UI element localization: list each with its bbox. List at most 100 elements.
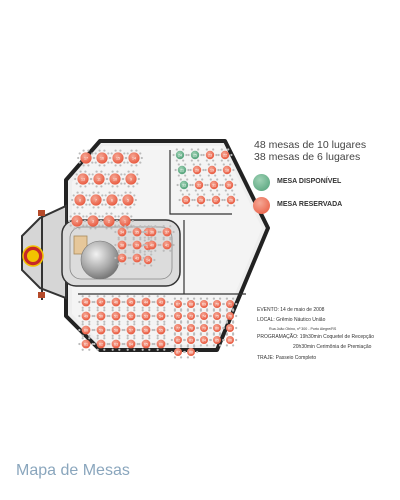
seat-icon <box>117 215 120 218</box>
seat-icon <box>215 153 218 157</box>
seat-icon <box>212 333 215 336</box>
table-number: 24 <box>178 153 182 157</box>
reserved-table-icon <box>156 311 166 321</box>
seat-icon <box>225 344 228 347</box>
seat-icon <box>200 153 203 157</box>
seat-icon <box>81 306 84 309</box>
seat-icon <box>90 177 93 181</box>
table-dance-right-1: 35 <box>129 225 145 239</box>
seat-icon <box>206 183 209 187</box>
table-number: 41 <box>165 243 169 247</box>
seat-icon <box>127 243 130 247</box>
seat-icon <box>118 309 121 312</box>
table-bottom-left-22: 65 <box>138 337 154 351</box>
seat-icon <box>123 328 126 332</box>
seat-icon <box>208 198 211 202</box>
seat-icon <box>104 203 107 206</box>
seat-icon <box>73 227 76 230</box>
table-top-left-7: 9 <box>122 170 140 188</box>
seat-icon <box>91 342 94 346</box>
seat-icon <box>98 164 101 167</box>
table-summary: 48 mesas de 10 lugares 38 mesas de 6 lug… <box>254 139 366 163</box>
seat-icon <box>132 251 135 254</box>
seat-icon <box>91 314 94 318</box>
table-number: 19 <box>210 168 214 172</box>
reserved-table-icon <box>111 339 121 349</box>
seat-icon <box>92 191 95 194</box>
seat-icon <box>173 345 176 348</box>
seat-icon <box>133 323 136 326</box>
seat-icon <box>93 300 96 304</box>
reserved-table-icon <box>192 165 202 175</box>
seat-icon <box>81 320 84 323</box>
seat-icon <box>96 323 99 326</box>
reserved-table-icon <box>81 297 91 307</box>
seat-icon <box>231 178 234 181</box>
seat-icon <box>173 321 176 324</box>
seat-icon <box>163 295 166 298</box>
seat-icon <box>222 302 225 306</box>
reserved-table-icon <box>187 324 195 332</box>
seat-icon <box>117 236 120 239</box>
reserved-table-icon <box>81 311 91 321</box>
seat-icon <box>96 337 99 340</box>
seat-icon <box>126 323 129 326</box>
seat-icon <box>111 185 114 188</box>
table-number: 25 <box>193 153 197 157</box>
table-bottom-right-0: 67 <box>170 297 186 311</box>
table-number: 46 <box>114 300 118 304</box>
table-bottom-left-23: 66 <box>153 337 169 351</box>
seat-icon <box>144 243 147 247</box>
reserved-table-icon <box>194 180 204 190</box>
table-bottom-right-19: 86 <box>222 333 238 347</box>
reserved-table-icon <box>226 300 234 308</box>
seat-icon <box>114 215 117 218</box>
seat-icon <box>169 249 172 252</box>
seat-icon <box>235 314 238 318</box>
reserved-table-icon <box>117 227 127 237</box>
seat-icon <box>166 342 169 346</box>
seat-icon <box>114 224 117 227</box>
seat-icon <box>188 193 191 196</box>
seat-icon <box>88 334 91 337</box>
reserved-table-icon <box>200 336 208 344</box>
table-number: 82 <box>176 338 180 342</box>
seat-icon <box>88 182 91 185</box>
seat-icon <box>132 225 135 228</box>
seat-icon <box>222 174 225 177</box>
table-number: 31 <box>212 183 216 187</box>
seat-icon <box>123 161 126 164</box>
seat-icon <box>88 306 91 309</box>
seat-icon <box>184 163 187 166</box>
seat-icon <box>126 161 129 164</box>
table-dance-left-2: 14 <box>140 253 156 267</box>
seat-icon <box>151 314 154 318</box>
seat-icon <box>137 177 140 181</box>
table-bottom-left-4: 44 <box>138 295 154 309</box>
seat-icon <box>206 309 209 312</box>
table-number: 87 <box>176 350 180 354</box>
table-top-right-9: 32 <box>191 178 207 192</box>
seat-icon <box>85 215 88 218</box>
seat-icon <box>209 189 212 192</box>
seat-icon <box>103 164 106 167</box>
seat-icon <box>114 256 117 260</box>
seat-icon <box>117 251 120 254</box>
reserved-table-icon <box>147 227 157 237</box>
seat-icon <box>212 344 215 347</box>
reserved-table-icon <box>81 325 91 335</box>
reserved-table-icon <box>128 152 140 164</box>
table-bottom-right-12: 79 <box>196 321 212 335</box>
seat-icon <box>114 164 117 167</box>
seat-icon <box>120 194 123 197</box>
seat-icon <box>130 164 133 167</box>
seat-icon <box>223 198 226 202</box>
table-number: 62 <box>99 342 103 346</box>
seat-icon <box>79 185 82 188</box>
seat-icon <box>96 295 99 298</box>
seat-icon <box>103 295 106 298</box>
seat-icon <box>170 338 173 342</box>
seat-icon <box>132 185 135 188</box>
event-date: EVENTO: 14 de maio de 2008 <box>257 307 325 313</box>
